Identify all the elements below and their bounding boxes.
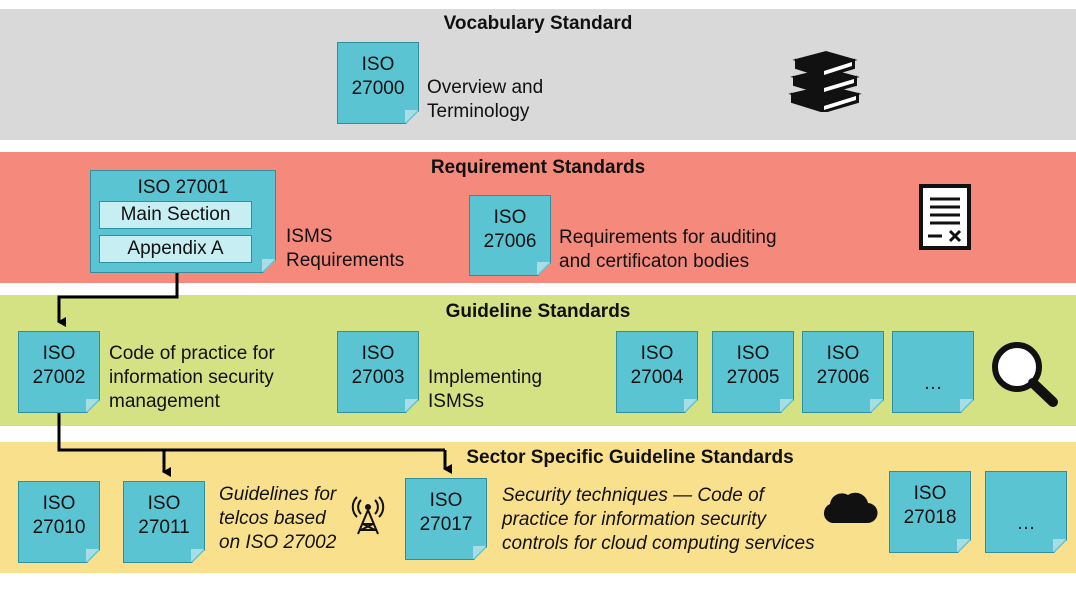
vocabulary-title: Vocabulary Standard <box>443 13 633 34</box>
doc-line1: ISO <box>736 343 770 364</box>
telco-line1: Guidelines for <box>219 484 337 505</box>
doc-line2: 27002 <box>32 367 86 388</box>
iso-27006-req-doc: ISO 27006 <box>469 195 551 276</box>
cloud-line2: practice for information security <box>502 509 766 530</box>
doc-line1: ISO <box>640 343 674 364</box>
auditing-line1: Requirements for auditing <box>559 227 777 248</box>
doc-line1: ISO <box>361 343 395 364</box>
doc-line1: ISO <box>147 493 181 514</box>
isms-line2: Requirements <box>286 250 405 271</box>
iso-27003-doc: ISO 27003 <box>337 331 419 413</box>
doc-line2: 27006 <box>816 367 870 388</box>
more-label: … <box>923 373 943 394</box>
document-checklist-icon <box>919 184 971 250</box>
connector-27002-trunk <box>57 413 445 452</box>
implementing-label: Implementing ISMSs <box>428 366 542 414</box>
iso-27000-doc: ISO 27000 <box>337 42 419 124</box>
isms-requirements-label: ISMS Requirements <box>286 225 404 273</box>
iso-27001-doc: ISO 27001 Main Section Appendix A <box>90 170 276 273</box>
doc-line2: 27010 <box>32 517 86 538</box>
code-line1: Code of practice for <box>109 343 275 364</box>
doc-line2: 27006 <box>483 231 537 252</box>
implementing-line2: ISMSs <box>428 391 484 412</box>
guideline-title: Guideline Standards <box>445 301 631 322</box>
iso-27002-doc: ISO 27002 <box>18 331 100 413</box>
iso-27017-doc: ISO 27017 <box>405 478 487 560</box>
doc-line1: ISO <box>913 483 947 504</box>
overview-line2: Terminology <box>427 101 530 122</box>
doc-line2: 27017 <box>419 514 473 535</box>
magnifier-icon <box>992 342 1058 407</box>
iso-27018-doc: ISO 27018 <box>889 471 971 553</box>
code-of-practice-label: Code of practice for information securit… <box>109 342 275 414</box>
doc-line1: ISO <box>826 343 860 364</box>
doc-line2: 27011 <box>138 517 190 538</box>
appendix-a-box: Appendix A <box>99 235 252 263</box>
doc-line1: ISO <box>42 343 76 364</box>
code-line2: information security <box>109 367 274 388</box>
doc-line1: ISO <box>42 493 76 514</box>
cloud-icon <box>823 492 878 524</box>
telco-line2: telcos based <box>219 508 326 529</box>
iso-27005-doc: ISO 27005 <box>712 331 794 413</box>
doc-line1: ISO <box>493 207 527 228</box>
doc-line2: 27004 <box>630 367 684 388</box>
telco-guidelines-label: Guidelines for telcos based on ISO 27002 <box>219 483 336 555</box>
doc-line1: ISO <box>361 54 395 75</box>
vocabulary-band <box>0 9 1076 140</box>
more-label: … <box>1016 513 1036 534</box>
books-icon <box>788 50 862 112</box>
iso-27010-doc: ISO 27010 <box>18 481 100 563</box>
isms-line1: ISMS <box>286 226 333 247</box>
iso-27006-guide-doc: ISO 27006 <box>802 331 884 413</box>
connector-27001-to-27002 <box>57 273 179 327</box>
doc-line2: 27018 <box>903 507 957 528</box>
doc-line2: 27003 <box>351 367 405 388</box>
sector-title: Sector Specific Guideline Standards <box>466 447 794 468</box>
more-guidelines-doc: … <box>892 331 974 413</box>
more-sector-doc: … <box>985 471 1067 553</box>
requirement-title: Requirement Standards <box>430 157 646 178</box>
antenna-tower-icon <box>351 496 385 535</box>
doc-line2: 27000 <box>351 78 405 99</box>
overview-label: Overview and Terminology <box>427 76 543 124</box>
main-section-box: Main Section <box>99 201 252 229</box>
telco-line3: on ISO 27002 <box>219 532 337 553</box>
implementing-line1: Implementing <box>428 367 543 388</box>
doc-line2: 27005 <box>726 367 780 388</box>
auditing-label: Requirements for auditing and certificat… <box>559 226 777 274</box>
auditing-line2: and certificaton bodies <box>559 251 750 272</box>
cloud-security-label: Security techniques — Code of practice f… <box>502 484 815 556</box>
overview-line1: Overview and <box>427 77 544 98</box>
cloud-line3: controls for cloud computing services <box>502 533 815 554</box>
iso-27011-doc: ISO 27011 <box>123 481 205 563</box>
cloud-line1: Security techniques — Code of <box>502 485 764 506</box>
code-line3: management <box>109 391 220 412</box>
doc-line1: ISO <box>429 490 463 511</box>
iso-27004-doc: ISO 27004 <box>616 331 698 413</box>
iso-27001-title: ISO 27001 <box>137 177 229 198</box>
